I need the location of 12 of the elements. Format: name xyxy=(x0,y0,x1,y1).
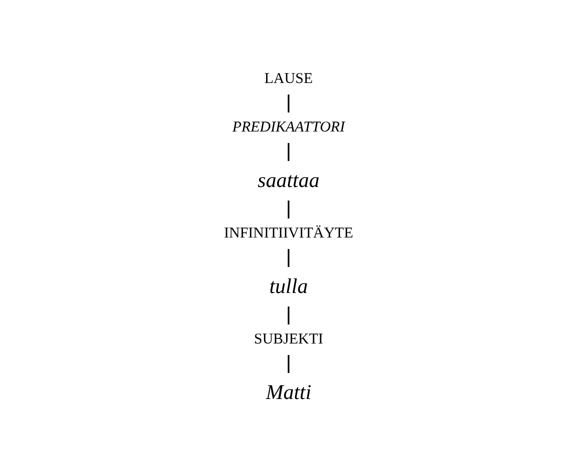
connector xyxy=(288,306,290,324)
node-text: INFINITIIVITÄYTE xyxy=(224,225,354,242)
node-text: Matti xyxy=(266,380,312,404)
node-text: saattaa xyxy=(258,168,320,192)
connector xyxy=(288,248,290,267)
node-text: tulla xyxy=(270,274,308,298)
connector xyxy=(288,354,290,373)
node-text: SUBJEKTI xyxy=(254,331,324,348)
connector xyxy=(288,94,290,112)
connector xyxy=(288,142,290,161)
connector xyxy=(288,200,290,218)
node-text: LAUSE xyxy=(264,70,314,87)
